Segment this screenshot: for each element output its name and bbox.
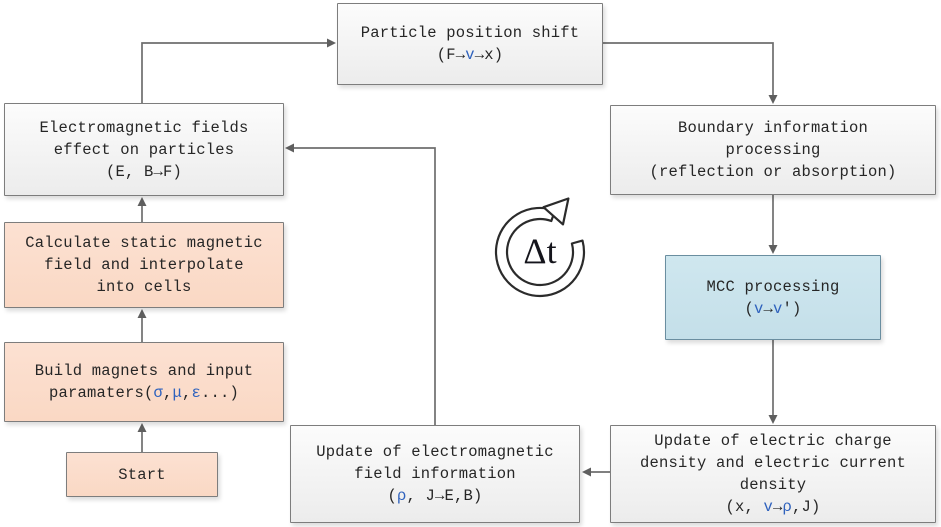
- box-start: Start: [66, 452, 218, 497]
- greek-symbol: ρ: [782, 498, 793, 516]
- node-text-line: effect on particles: [53, 140, 235, 159]
- greek-symbol: ε: [191, 384, 202, 402]
- arrow-particle-to-boundary: [603, 42, 778, 104]
- node-text-line: Boundary information: [677, 119, 869, 137]
- node-text-line: field and interpolate: [44, 256, 244, 274]
- box-boundary-processing: Boundary information processing (reflectio…: [610, 105, 936, 195]
- box-particle-position-shift: Particle position shift (F→v→x): [337, 3, 603, 85]
- node-text-line: paramaters(σ,μ,ε...): [48, 384, 240, 402]
- clockwise-cycle-arrow-icon: [494, 197, 586, 298]
- delta-t-loop: Δt: [470, 180, 610, 320]
- node-text-line: Update of electric charge: [654, 432, 892, 450]
- box-update-em-field: Update of electromagnetic field informati…: [290, 425, 580, 523]
- arrow-emupdate-to-emfields: [285, 143, 436, 425]
- node-text-line: (E, B→F): [105, 162, 182, 181]
- box-build-magnets: Build magnets and input paramaters(σ,μ,ε.…: [4, 342, 284, 422]
- node-text-line: Update of electromagnetic: [316, 443, 554, 461]
- node-text-line: (v→v'): [744, 299, 802, 318]
- greek-symbol: v: [773, 299, 783, 318]
- node-text-line: Start: [118, 465, 166, 484]
- node-text-line: density: [739, 476, 807, 494]
- greek-symbol: v: [763, 498, 773, 516]
- node-text-line: Particle position shift: [360, 24, 580, 42]
- node-text-line: field information: [354, 465, 516, 483]
- node-text-line: Calculate static magnetic: [25, 234, 263, 252]
- greek-symbol: σ: [153, 384, 163, 402]
- node-text-line: (x, v→ρ,J): [725, 498, 821, 516]
- box-calc-static-magnetic: Calculate static magnetic field and inter…: [4, 222, 284, 308]
- node-text-line: processing: [725, 141, 821, 159]
- node-text-line: Electromagnetic fields: [39, 118, 249, 137]
- node-text-line: Build magnets and input: [34, 362, 254, 380]
- box-mcc-processing: MCC processing (v→v'): [665, 255, 881, 340]
- node-text-line: into cells: [96, 278, 192, 296]
- box-update-charge-density: Update of electric charge density and ele…: [610, 425, 936, 523]
- box-em-fields-effect: Electromagnetic fields effect on particle…: [4, 103, 284, 196]
- greek-symbol: ρ: [396, 487, 407, 505]
- greek-symbol: v: [465, 46, 475, 64]
- node-text-line: MCC processing: [706, 277, 840, 296]
- delta-t-label: Δt: [523, 231, 557, 271]
- node-text-line: (reflection or absorption): [649, 163, 897, 181]
- arrow-emfields-to-particle: [141, 38, 336, 103]
- node-text-line: (F→v→x): [436, 46, 504, 64]
- greek-symbol: v: [753, 299, 764, 318]
- node-text-line: (ρ, J→E,B): [387, 487, 483, 505]
- greek-symbol: μ: [172, 384, 183, 402]
- node-text-line: density and electric current: [639, 454, 907, 472]
